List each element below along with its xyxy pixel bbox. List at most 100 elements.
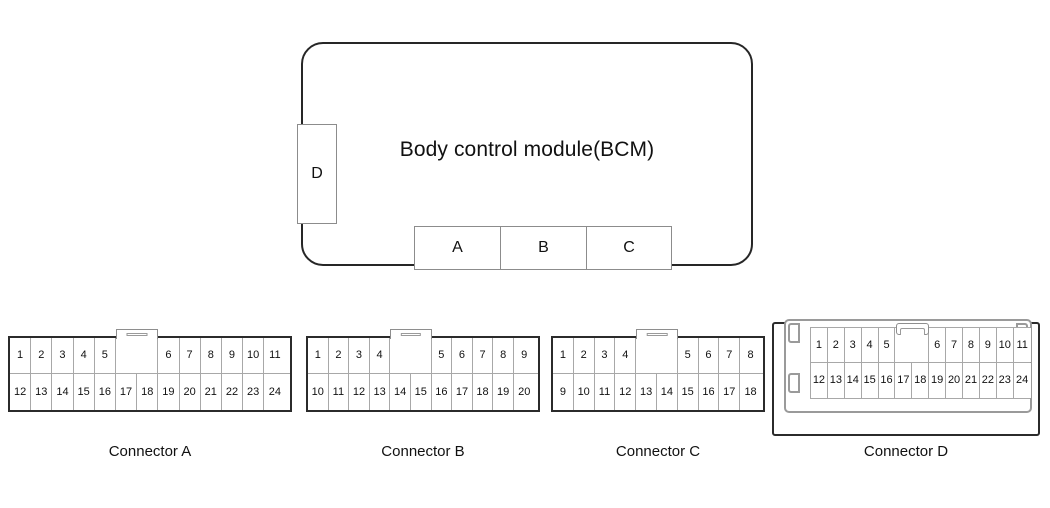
connector-c-pin-3: 3 [594, 338, 616, 373]
connector-a-pin-12: 12 [10, 374, 32, 410]
connector-b-pin-19: 19 [493, 374, 514, 410]
connector-b-pin-20: 20 [513, 374, 535, 410]
connector-a-pin-2: 2 [31, 338, 53, 373]
connector-c-pin-blank [636, 338, 678, 373]
connector-c-pin-7: 7 [719, 338, 741, 373]
connector-c-pin-6: 6 [698, 338, 720, 373]
connector-d-pin-1: 1 [811, 328, 828, 362]
connector-b-pin-9: 9 [513, 338, 535, 373]
connector-c-pin-5: 5 [677, 338, 699, 373]
connector-keyway-inner [400, 333, 422, 336]
connector-a-pin-13: 13 [31, 374, 53, 410]
connector-c-pin-15: 15 [677, 374, 699, 410]
connector-a-pin-9: 9 [221, 338, 244, 373]
connector-d-pin-12: 12 [811, 363, 828, 398]
bcm-port-b: B [500, 226, 586, 270]
connector-c-pin-9: 9 [553, 374, 574, 410]
connector-d-pin-15: 15 [861, 363, 879, 398]
connector-c-pin-1: 1 [553, 338, 574, 373]
connector-b-pin-11: 11 [328, 374, 350, 410]
connector-b-pin-8: 8 [493, 338, 514, 373]
connector-a-pin-15: 15 [73, 374, 95, 410]
connector-d-latch-left-bot [788, 373, 800, 393]
connector-d-pin-24: 24 [1013, 363, 1031, 398]
bcm-module-title: Body control module(BCM) [399, 138, 655, 161]
connector-d-pin-5: 5 [878, 328, 896, 362]
connector-a-caption: Connector A [108, 443, 192, 460]
connector-keyway-inner [646, 333, 668, 336]
connector-b-pin-2: 2 [328, 338, 350, 373]
connector-c-pin-17: 17 [719, 374, 741, 410]
connector-keyway-notch [116, 329, 159, 339]
connector-b-pin-14: 14 [390, 374, 411, 410]
connector-b-pin-17: 17 [452, 374, 473, 410]
connector-c-pin-8: 8 [740, 338, 761, 373]
connector-c-pin-13: 13 [636, 374, 657, 410]
connector-keyway-inner [126, 333, 148, 336]
bcm-port-strip: A B C [414, 226, 672, 270]
connector-b-pin-5: 5 [431, 338, 453, 373]
connector-d-latch-left-top [788, 323, 800, 343]
connector-b-pin-blank [390, 338, 432, 373]
connector-d-pin-20: 20 [946, 363, 964, 398]
connector-d-pin-16: 16 [878, 363, 896, 398]
connector-d-pin-6: 6 [929, 328, 947, 362]
connector-c-pin-4: 4 [615, 338, 637, 373]
connector-keyway-notch [390, 329, 432, 339]
connector-d-pin-8: 8 [963, 328, 980, 362]
connector-a-pin-7: 7 [179, 338, 201, 373]
connector-b-pin-4: 4 [369, 338, 391, 373]
connector-a-pin-18: 18 [137, 374, 159, 410]
connector-a-pin-5: 5 [94, 338, 116, 373]
connector-d-pin-9: 9 [979, 328, 997, 362]
connector-a-pin-11: 11 [264, 338, 286, 373]
connector-b-pin-3: 3 [349, 338, 370, 373]
connector-a-pin-17: 17 [115, 374, 138, 410]
connector-a-pin-8: 8 [200, 338, 222, 373]
connector-keyway-notch [636, 329, 678, 339]
connector-a-pin-4: 4 [73, 338, 95, 373]
connector-a-pin-21: 21 [200, 374, 222, 410]
connector-c-pin-18: 18 [740, 374, 761, 410]
connector-b-pin-18: 18 [472, 374, 494, 410]
connector-c-pin-2: 2 [573, 338, 595, 373]
bcm-port-a: A [414, 226, 500, 270]
connector-d-pin-18: 18 [912, 363, 930, 398]
connector-a-pin-22: 22 [221, 374, 244, 410]
connector-b-caption: Connector B [381, 443, 465, 460]
connector-d-pin-2: 2 [827, 328, 845, 362]
connector-a-pin-20: 20 [179, 374, 201, 410]
connector-d-pin-21: 21 [963, 363, 980, 398]
connector-d-pin-14: 14 [844, 363, 862, 398]
connector-d-pin-10: 10 [996, 328, 1014, 362]
connector-c-pin-16: 16 [698, 374, 720, 410]
connector-d-pin-3: 3 [844, 328, 862, 362]
connector-a-pin-10: 10 [243, 338, 265, 373]
connector-keyway-inner [899, 328, 926, 335]
connector-b-pin-1: 1 [308, 338, 329, 373]
connector-d-pin-11: 11 [1013, 328, 1031, 362]
connector-a-pin-19: 19 [158, 374, 180, 410]
connector-c-pin-10: 10 [573, 374, 595, 410]
connector-a-pin-1: 1 [10, 338, 32, 373]
connector-b-pin-6: 6 [452, 338, 473, 373]
connector-a-pin-16: 16 [94, 374, 116, 410]
connector-c-pin-14: 14 [656, 374, 678, 410]
connector-d-pin-4: 4 [861, 328, 879, 362]
connector-d-pin-17: 17 [895, 363, 913, 398]
